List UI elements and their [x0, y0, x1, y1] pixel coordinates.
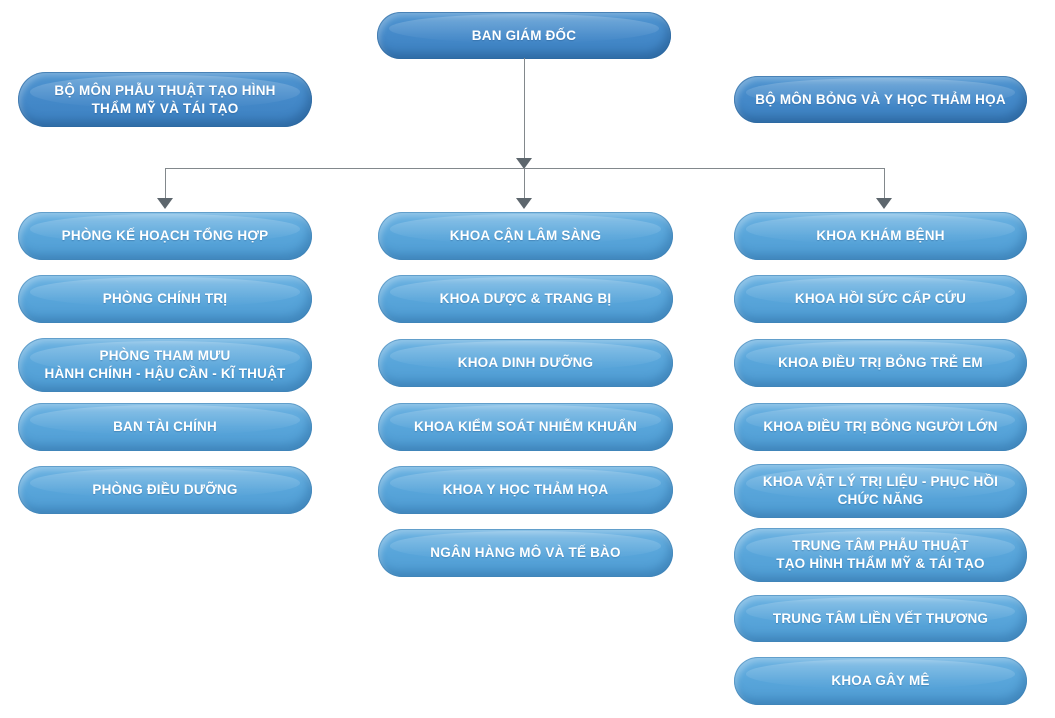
node-label: BỘ MÔN BỎNG VÀ Y HỌC THẢM HỌA	[755, 91, 1006, 107]
connector-mid-drop	[524, 168, 525, 198]
node-khoa-kiem-soat-nhiem-khuan: KHOA KIỂM SOÁT NHIỄM KHUẨN	[378, 403, 673, 451]
node-label: BAN TÀI CHÍNH	[113, 419, 217, 435]
node-khoa-hoi-suc-cap-cuu: KHOA HỒI SỨC CẤP CỨU	[734, 275, 1027, 323]
node-label: KHOA ĐIỀU TRỊ BỎNG TRẺ EM	[778, 355, 983, 371]
node-khoa-y-hoc-tham-hoa: KHOA Y HỌC THẢM HỌA	[378, 466, 673, 514]
node-ban-tai-chinh: BAN TÀI CHÍNH	[18, 403, 312, 451]
node-label: KHOA DƯỢC & TRANG BỊ	[439, 291, 612, 307]
node-label: NGÂN HÀNG MÔ VÀ TẾ BÀO	[430, 545, 621, 561]
node-label: KHOA CẬN LÂM SÀNG	[449, 228, 602, 244]
node-label: BỘ MÔN PHẪU THUẬT TẠO HÌNH THẨM MỸ VÀ TÁ…	[54, 82, 276, 116]
connector-right-drop	[884, 168, 885, 198]
node-bo-mon-phau-thuat-tao-hinh: BỘ MÔN PHẪU THUẬT TẠO HÌNH THẨM MỸ VÀ TÁ…	[18, 72, 312, 127]
node-khoa-vat-ly-tri-lieu: KHOA VẬT LÝ TRỊ LIỆU - PHỤC HỒI CHỨC NĂN…	[734, 464, 1027, 518]
connector-hline	[165, 168, 885, 169]
node-trung-tam-phau-thuat: TRUNG TÂM PHẪU THUẬT TẠO HÌNH THẨM MỸ & …	[734, 528, 1027, 582]
node-label: KHOA GÂY MÊ	[831, 673, 930, 689]
connector-left-drop	[165, 168, 166, 198]
arrowhead-root-icon	[516, 158, 532, 169]
node-khoa-dieu-tri-bong-nguoi-lon: KHOA ĐIỀU TRỊ BỎNG NGƯỜI LỚN	[734, 403, 1027, 451]
node-label: KHOA KIỂM SOÁT NHIỄM KHUẨN	[414, 419, 637, 435]
node-ngan-hang-mo-va-te-bao: NGÂN HÀNG MÔ VÀ TẾ BÀO	[378, 529, 673, 577]
node-label: TRUNG TÂM LIỀN VẾT THƯƠNG	[772, 610, 989, 626]
connector-root-vline	[524, 58, 525, 158]
node-label: KHOA HỒI SỨC CẤP CỨU	[794, 291, 967, 307]
node-khoa-duoc-trang-bi: KHOA DƯỢC & TRANG BỊ	[378, 275, 673, 323]
arrowhead-left-icon	[157, 198, 173, 209]
node-label: KHOA KHÁM BỆNH	[816, 228, 945, 244]
node-label: KHOA ĐIỀU TRỊ BỎNG NGƯỜI LỚN	[763, 419, 998, 435]
node-label: PHÒNG ĐIỀU DƯỠNG	[92, 482, 238, 498]
node-label: KHOA VẬT LÝ TRỊ LIỆU - PHỤC HỒI CHỨC NĂN…	[762, 474, 999, 507]
node-khoa-gay-me: KHOA GÂY MÊ	[734, 657, 1027, 705]
node-label: PHÒNG CHÍNH TRỊ	[102, 291, 228, 307]
node-label: KHOA DINH DƯỠNG	[457, 355, 594, 371]
node-label: BAN GIÁM ĐỐC	[471, 27, 577, 43]
node-khoa-can-lam-sang: KHOA CẬN LÂM SÀNG	[378, 212, 673, 260]
node-ban-giam-doc: BAN GIÁM ĐỐC	[377, 12, 671, 59]
arrowhead-right-icon	[876, 198, 892, 209]
node-phong-chinh-tri: PHÒNG CHÍNH TRỊ	[18, 275, 312, 323]
node-label: PHÒNG THAM MƯU HÀNH CHÍNH - HẬU CẦN - KĨ…	[44, 348, 286, 381]
node-phong-tham-muu: PHÒNG THAM MƯU HÀNH CHÍNH - HẬU CẦN - KĨ…	[18, 338, 312, 392]
node-khoa-dinh-duong: KHOA DINH DƯỠNG	[378, 339, 673, 387]
node-khoa-dieu-tri-bong-tre-em: KHOA ĐIỀU TRỊ BỎNG TRẺ EM	[734, 339, 1027, 387]
node-label: TRUNG TÂM PHẪU THUẬT TẠO HÌNH THẨM MỸ & …	[776, 538, 985, 571]
node-khoa-kham-benh: KHOA KHÁM BỆNH	[734, 212, 1027, 260]
node-phong-dieu-duong: PHÒNG ĐIỀU DƯỠNG	[18, 466, 312, 514]
node-phong-ke-hoach-tong-hop: PHÒNG KẾ HOẠCH TỔNG HỢP	[18, 212, 312, 260]
arrowhead-mid-icon	[516, 198, 532, 209]
node-label: KHOA Y HỌC THẢM HỌA	[442, 482, 609, 498]
node-trung-tam-lien-vet-thuong: TRUNG TÂM LIỀN VẾT THƯƠNG	[734, 595, 1027, 642]
node-bo-mon-bong-va-y-hoc-tham-hoa: BỘ MÔN BỎNG VÀ Y HỌC THẢM HỌA	[734, 76, 1027, 123]
node-label: PHÒNG KẾ HOẠCH TỔNG HỢP	[61, 228, 269, 244]
